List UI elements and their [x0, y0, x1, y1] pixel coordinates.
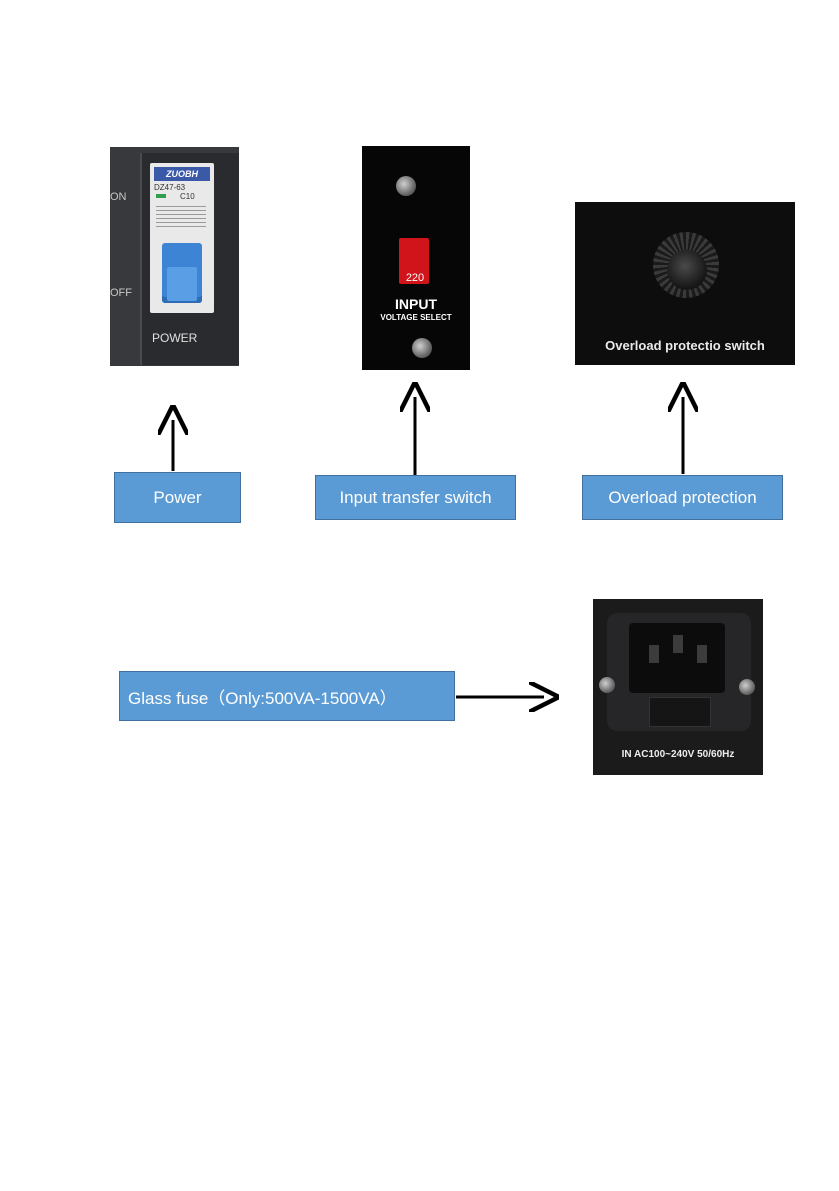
input-transfer-switch-label-box: Input transfer switch — [315, 475, 516, 520]
overload-protection-label-box: Overload protection — [582, 475, 783, 520]
power-label-box: Power — [114, 472, 241, 523]
glass-fuse-label-box: Glass fuse（Only:500VA-1500VA） — [119, 671, 455, 721]
